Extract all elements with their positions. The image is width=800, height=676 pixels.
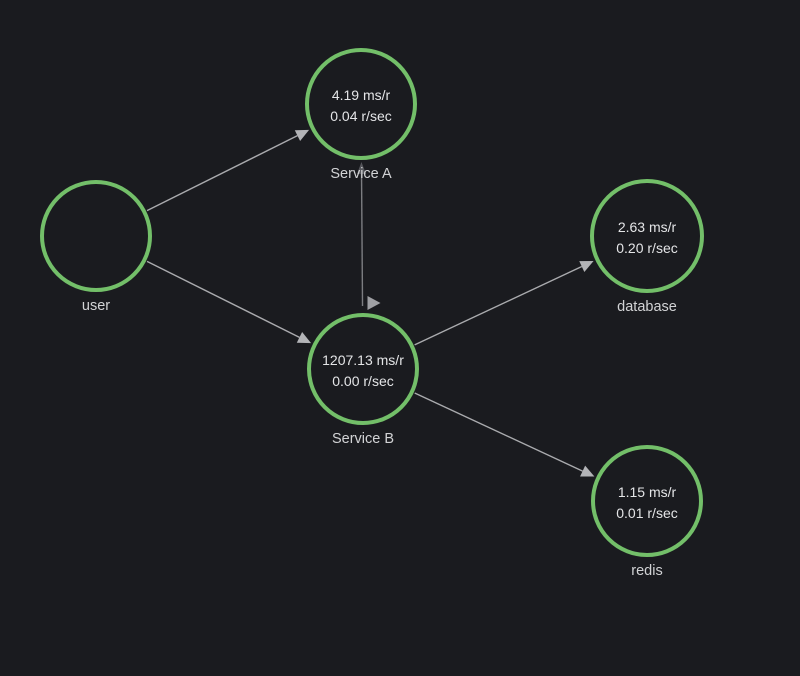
node-database[interactable]: 2.63 ms/r 0.20 r/sec database: [590, 179, 704, 315]
edge-line[interactable]: [146, 135, 298, 212]
edge-service-b-database[interactable]: [414, 261, 594, 346]
node-stats-line: 0.01 r/sec: [616, 505, 677, 521]
node-circle[interactable]: [590, 179, 704, 293]
node-stats-line: 2.63 ms/r: [618, 219, 677, 235]
edge-arrowhead-icon: [357, 161, 367, 175]
edge-arrowhead-icon: [296, 331, 312, 344]
node-circle[interactable]: [591, 445, 703, 557]
edge-line[interactable]: [146, 260, 300, 338]
node-stats-line: 1207.13 ms/r: [322, 352, 404, 368]
node-stats-line: 0.04 r/sec: [330, 108, 391, 124]
edge-line[interactable]: [414, 265, 583, 346]
node-circle[interactable]: [305, 48, 417, 160]
node-label: user: [82, 298, 110, 314]
edge-line[interactable]: [360, 173, 364, 307]
node-stats-line: 1.15 ms/r: [618, 484, 677, 500]
edge-service-b-service-a[interactable]: [357, 161, 367, 307]
node-label: Service B: [332, 431, 394, 447]
edge-service-b-redis[interactable]: [414, 392, 595, 477]
edge-arrowhead-icon: [580, 465, 595, 477]
node-user[interactable]: user: [40, 180, 152, 314]
node-circle[interactable]: [40, 180, 152, 292]
node-stats-line: 0.00 r/sec: [332, 373, 393, 389]
node-label: Service A: [330, 166, 392, 182]
node-stats-line: 4.19 ms/r: [332, 87, 391, 103]
node-label: redis: [631, 563, 662, 579]
node-redis[interactable]: 1.15 ms/r 0.01 r/sec redis: [591, 445, 703, 579]
right-arrow-marker: [367, 296, 381, 310]
edge-user-service-b[interactable]: [146, 260, 312, 344]
node-circle[interactable]: [307, 313, 419, 425]
edge-line[interactable]: [414, 392, 583, 472]
node-label: database: [617, 299, 677, 315]
node-stats-line: 0.20 r/sec: [616, 240, 677, 256]
edge-user-service-a[interactable]: [146, 129, 310, 212]
edge-arrowhead-icon: [579, 261, 594, 272]
edge-arrowhead-icon: [294, 129, 310, 142]
